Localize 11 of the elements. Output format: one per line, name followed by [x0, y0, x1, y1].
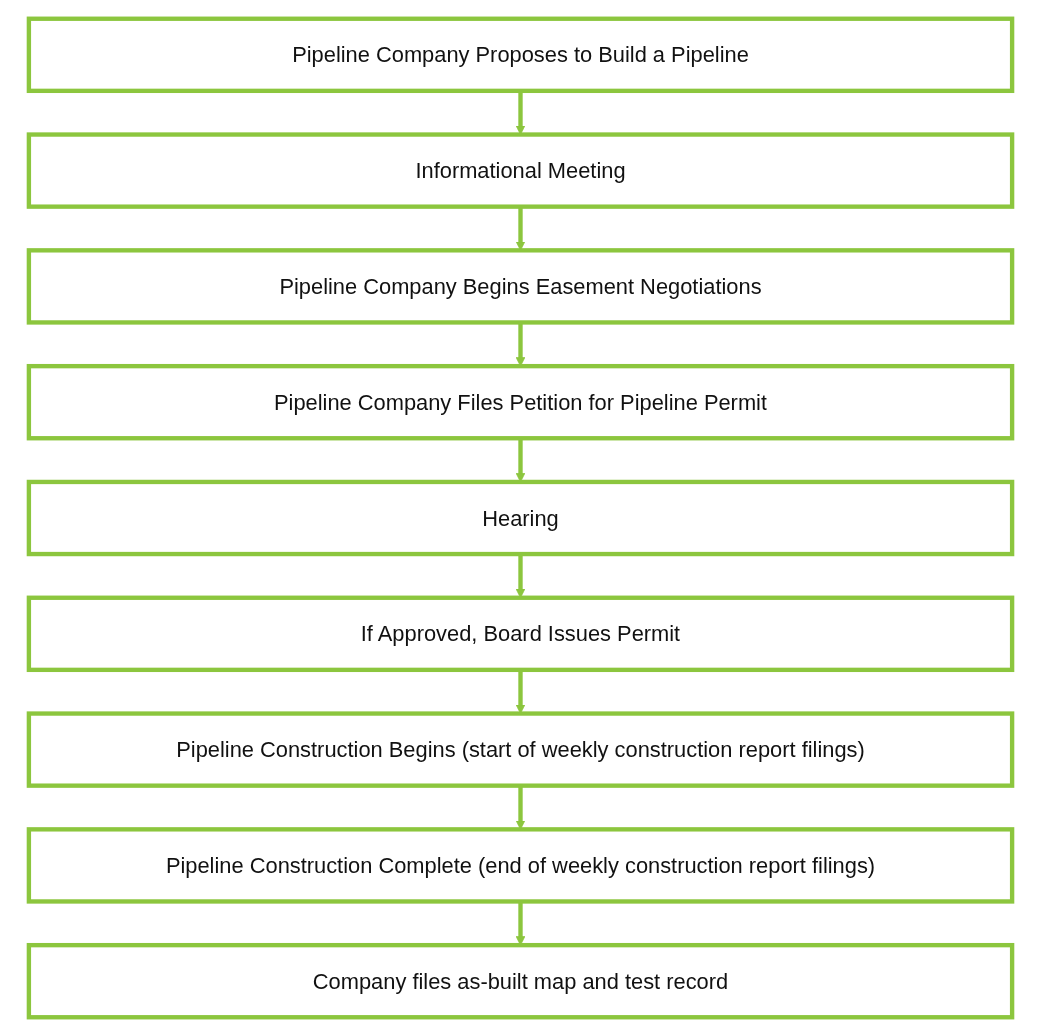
arrow — [515, 438, 526, 483]
process-box: Informational Meeting — [26, 132, 1015, 209]
process-box: If Approved, Board Issues Permit — [26, 595, 1015, 673]
process-box: Pipeline Company Proposes to Build a Pipeline — [26, 16, 1015, 94]
process-box: Company files as-built map and test record — [26, 942, 1015, 1020]
process-box: Pipeline Company Files Petition for Pipeline Permit — [26, 363, 1015, 441]
process-box: Hearing — [26, 479, 1015, 557]
process-box: Pipeline Company Begins Easement Negotiations — [26, 248, 1015, 325]
process-box: Pipeline Construction Complete (end of weekly construction report filings) — [26, 827, 1015, 904]
arrow — [515, 554, 526, 599]
process-box: Pipeline Construction Begins (start of weekly construction report filings) — [26, 711, 1015, 788]
